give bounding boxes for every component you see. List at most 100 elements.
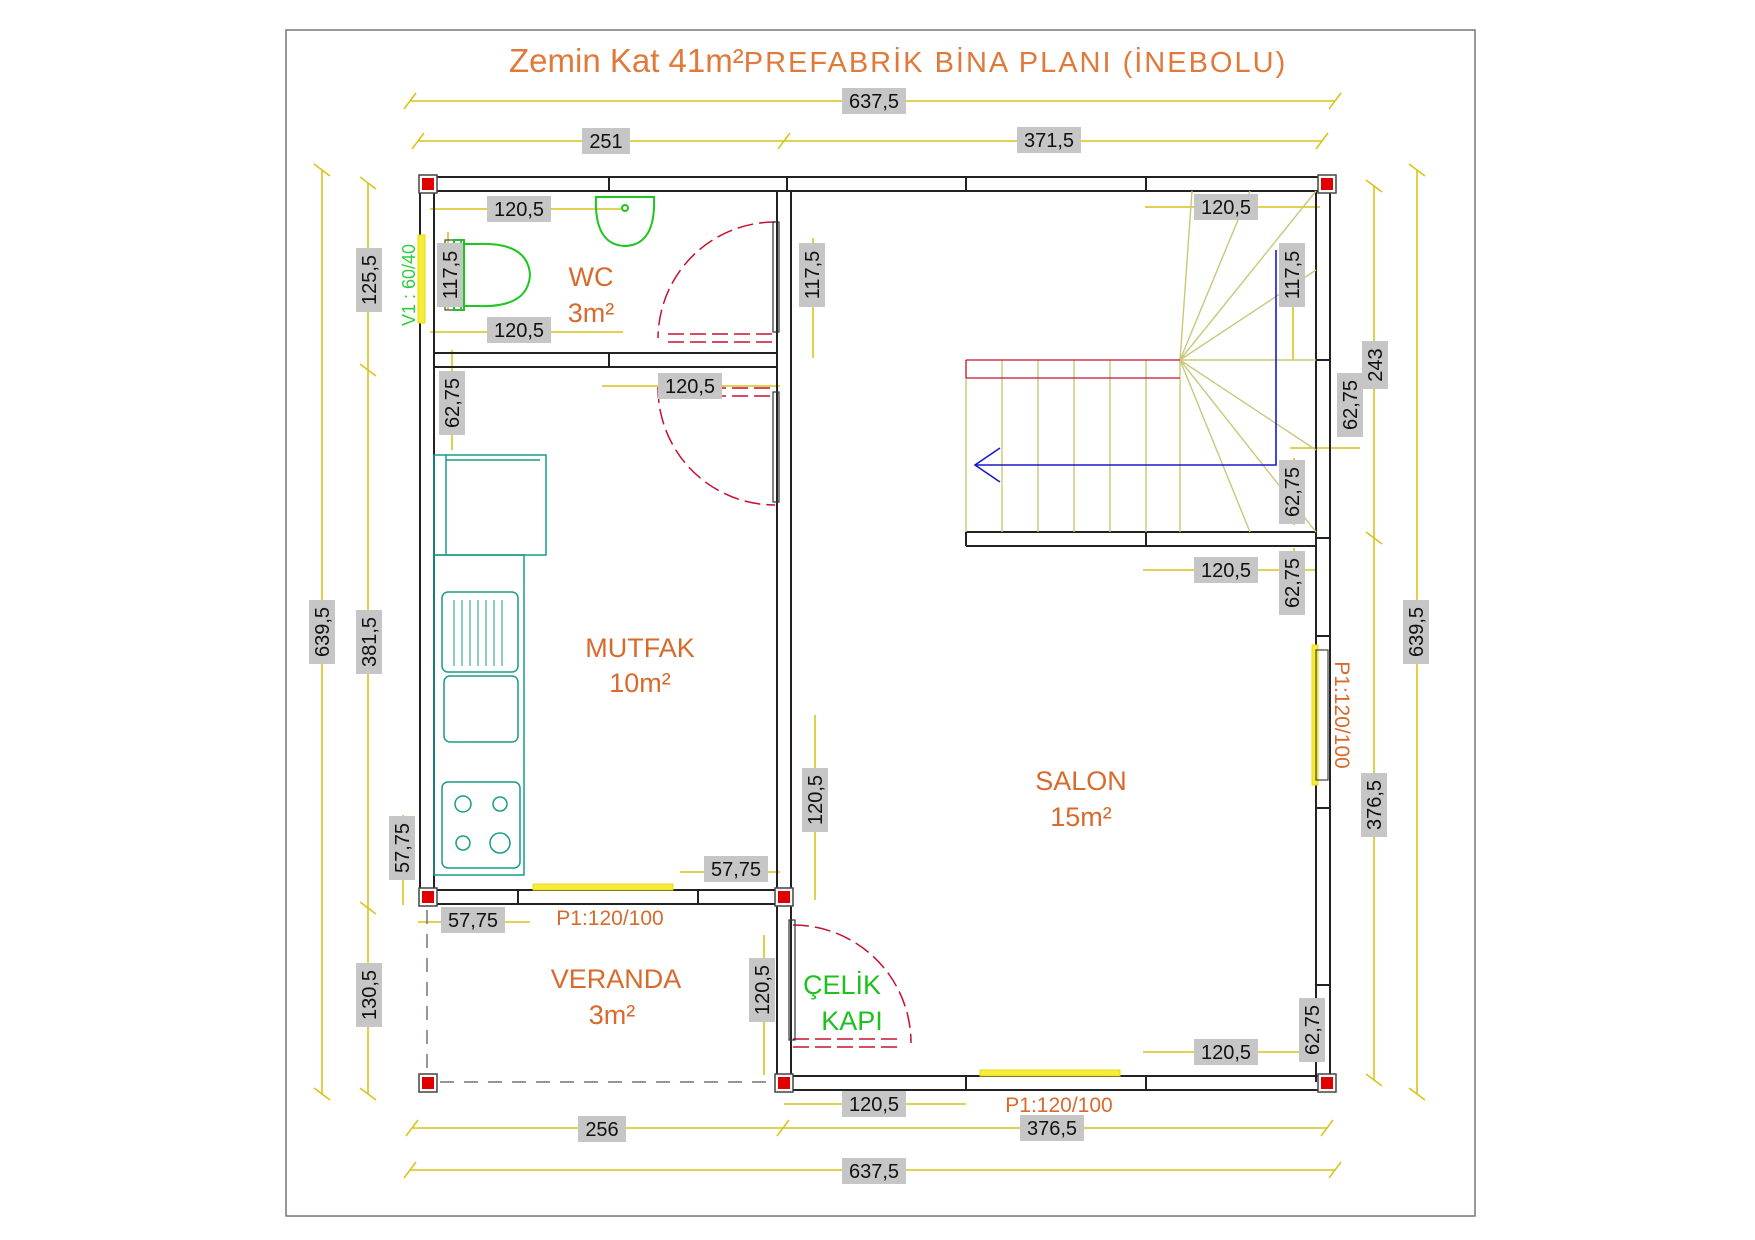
svg-text:62,75: 62,75 <box>1282 558 1304 608</box>
svg-text:120,5: 120,5 <box>849 1094 899 1116</box>
svg-text:57,75: 57,75 <box>711 859 761 881</box>
dim-wc-bottom: 120,5 <box>487 317 551 343</box>
svg-text:639,5: 639,5 <box>312 607 334 657</box>
veranda-area: 3m² <box>589 1000 636 1030</box>
stove-icon <box>441 781 521 869</box>
wc-area: 3m² <box>568 298 615 328</box>
svg-text:57,75: 57,75 <box>448 910 498 932</box>
svg-text:62,75: 62,75 <box>1302 1005 1324 1055</box>
svg-text:637,5: 637,5 <box>849 1161 899 1183</box>
window-bottom <box>979 1069 1121 1077</box>
dim-salon-bottom: 120,5 <box>1194 1039 1258 1065</box>
svg-text:62,75: 62,75 <box>1340 380 1362 430</box>
svg-text:376,5: 376,5 <box>1027 1118 1077 1140</box>
dim-kitchen-corner-h: 57,75 <box>704 856 768 882</box>
p1-kitchen-label: P1:120/100 <box>556 907 663 930</box>
dim-salon-corner: 62,75 <box>1299 998 1325 1062</box>
dim-left-wc: 125,5 <box>356 248 382 312</box>
windows <box>417 234 1319 1077</box>
wc-door-swing <box>657 221 776 339</box>
plan-title: Zemin Kat 41m²PREFABRİK BİNA PLANI (İNEB… <box>509 42 1287 79</box>
sink-drainer-icon <box>441 591 519 673</box>
p1-bottom-label: P1:120/100 <box>1005 1094 1112 1117</box>
salon-name: SALON <box>1035 766 1127 796</box>
dim-right-total: 639,5 <box>1403 600 1429 664</box>
dim-top-right: 371,5 <box>1017 127 1081 153</box>
door-label: ÇELİK KAPI <box>803 969 883 1036</box>
svg-text:243: 243 <box>1365 348 1387 381</box>
mutfak-door-swing <box>657 386 776 506</box>
dim-wc-door: 117,5 <box>799 243 825 307</box>
svg-text:251: 251 <box>589 131 622 153</box>
dim-kitchen-corner-v: 57,75 <box>389 816 415 880</box>
stairs <box>965 190 1317 533</box>
svg-text:381,5: 381,5 <box>359 617 381 667</box>
svg-text:117,5: 117,5 <box>1282 251 1304 300</box>
dim-salon-right-a: 62,75 <box>1279 551 1305 615</box>
window-kitchen <box>532 883 674 891</box>
svg-text:120,5: 120,5 <box>1201 197 1251 219</box>
svg-text:120,5: 120,5 <box>1201 560 1251 582</box>
dim-stair-height: 117,5 <box>1279 243 1305 307</box>
dim-salon-wall: 120,5 <box>802 768 828 832</box>
dim-mutfak-side: 62,75 <box>439 371 465 435</box>
dimension-labels: 637,5 251 371,5 256 376,5 637,5 639,5 12… <box>309 88 1429 1184</box>
svg-text:62,75: 62,75 <box>442 378 464 428</box>
sink-icon <box>594 196 656 248</box>
svg-text:57,75: 57,75 <box>392 823 414 873</box>
svg-text:120,5: 120,5 <box>1201 1042 1251 1064</box>
svg-text:376,5: 376,5 <box>1364 780 1386 830</box>
svg-text:120,5: 120,5 <box>805 775 827 825</box>
kitchen-fixtures <box>433 454 547 876</box>
dim-door-height: 120,5 <box>749 958 775 1022</box>
dim-left-veranda: 130,5 <box>356 963 382 1027</box>
door-swings <box>657 221 912 1048</box>
svg-text:120,5: 120,5 <box>494 199 544 221</box>
svg-text:120,5: 120,5 <box>752 965 774 1015</box>
dim-left-total: 639,5 <box>309 600 335 664</box>
entrance-door-swing <box>792 924 912 1044</box>
svg-text:256: 256 <box>585 1119 618 1141</box>
v1-label: V1 : 60/40 <box>399 244 419 326</box>
door-label-line1: ÇELİK <box>803 969 881 1000</box>
dim-stair-top: 120,5 <box>1194 194 1258 220</box>
drawing-frame <box>285 29 1476 1217</box>
counter <box>433 554 525 876</box>
dim-left-mutfak: 381,5 <box>356 610 382 674</box>
dim-bottom-right: 376,5 <box>1020 1115 1084 1141</box>
svg-text:130,5: 130,5 <box>359 970 381 1020</box>
stair-landing <box>965 359 1180 379</box>
window-v1 <box>417 234 426 324</box>
svg-text:117,5: 117,5 <box>440 251 462 300</box>
door-leaves <box>772 221 796 1041</box>
dim-stair-mid-a: 62,75 <box>1337 373 1363 437</box>
dim-top-left: 251 <box>582 128 630 154</box>
mutfak-area: 10m² <box>609 668 671 698</box>
stair-arrow <box>973 250 1277 483</box>
dim-wc-top: 120,5 <box>487 196 551 222</box>
dim-right-lower: 376,5 <box>1361 773 1387 837</box>
columns <box>418 174 1337 1093</box>
dim-veranda-left: 57,75 <box>441 907 505 933</box>
window-right <box>1311 644 1319 786</box>
room-labels: WC 3m² MUTFAK 10m² SALON 15m² VERANDA 3m… <box>551 262 1127 1030</box>
dim-bottom-total: 637,5 <box>842 1158 906 1184</box>
svg-text:125,5: 125,5 <box>359 255 381 305</box>
dim-stair-mid-b: 62,75 <box>1279 460 1305 524</box>
dim-stair-bottom: 120,5 <box>1194 557 1258 583</box>
title-sub: PREFABRİK BİNA PLANI (İNEBOLU) <box>744 46 1287 79</box>
mutfak-name: MUTFAK <box>585 633 695 663</box>
dim-right-upper: 243 <box>1362 341 1388 389</box>
sink-basin-icon <box>443 675 519 743</box>
p1-right-label: P1:120/100 <box>1330 661 1353 768</box>
svg-text:637,5: 637,5 <box>849 91 899 113</box>
svg-text:371,5: 371,5 <box>1024 130 1074 152</box>
svg-text:117,5: 117,5 <box>802 251 824 300</box>
fridge-icon <box>433 454 547 556</box>
door-label-line2: KAPI <box>821 1006 883 1036</box>
salon-area: 15m² <box>1050 802 1112 832</box>
dim-mutfak-door: 120,5 <box>658 373 722 399</box>
veranda-name: VERANDA <box>551 964 682 994</box>
svg-text:639,5: 639,5 <box>1406 607 1428 657</box>
